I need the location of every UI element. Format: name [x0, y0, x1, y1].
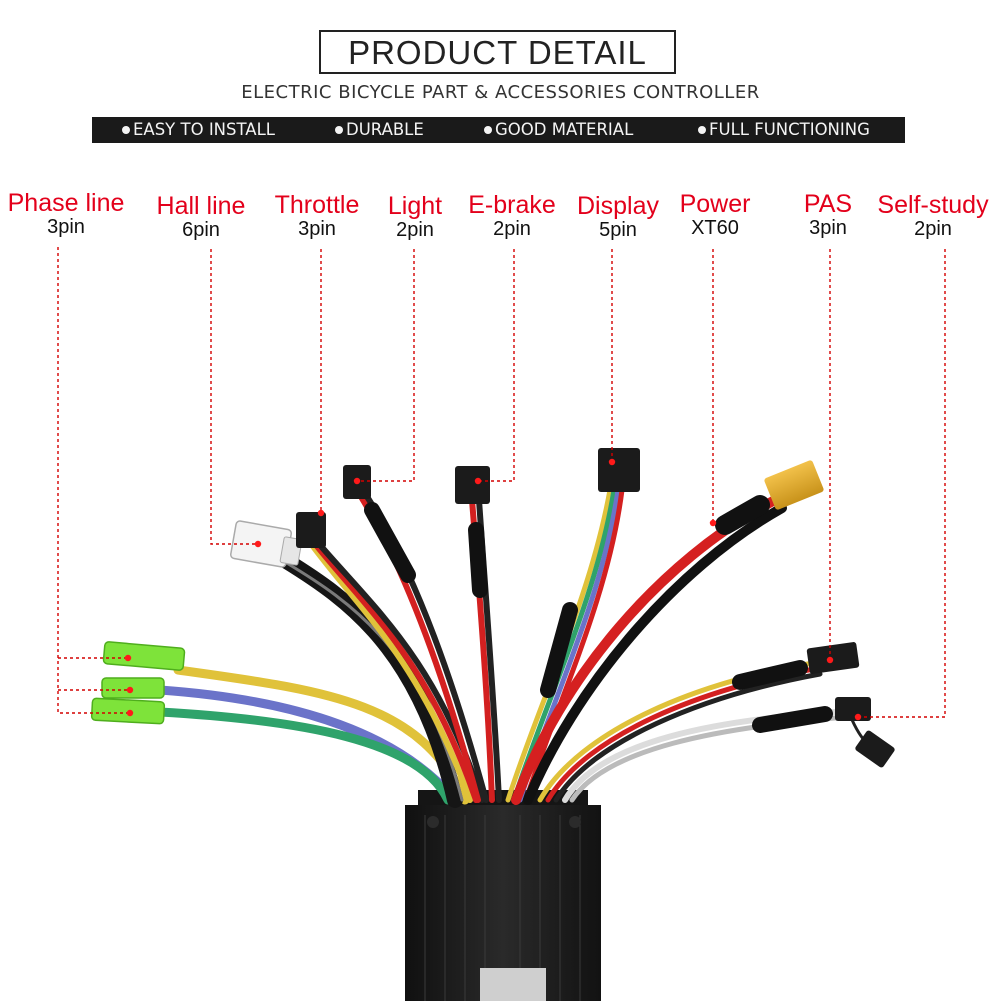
connector-pins: 3pin: [298, 218, 336, 240]
feature-label: FULL FUNCTIONING: [709, 120, 870, 139]
label-e-brake: E-brake 2pin: [468, 192, 556, 240]
feature-item-durable: DURABLE: [335, 117, 424, 143]
connector-name: Throttle: [274, 191, 360, 219]
connector-name: Phase line: [7, 189, 125, 217]
label-pas: PAS 3pin: [804, 191, 852, 239]
connector-name: Self-study: [877, 191, 989, 219]
self-study-plug: [855, 730, 895, 768]
feature-label: DURABLE: [346, 120, 424, 139]
bullet-icon: [484, 126, 492, 134]
feature-label: EASY TO INSTALL: [133, 120, 275, 139]
self-study-connector: [835, 697, 871, 721]
pas-wire: [537, 659, 823, 803]
connector-pins: XT60: [691, 217, 739, 239]
power-wire: [511, 495, 787, 805]
leader-hall-line: [210, 249, 258, 545]
connector-pins: 2pin: [493, 218, 531, 240]
label-power: Power XT60: [680, 191, 751, 239]
hall-wire: [277, 552, 464, 808]
label-hall-line: Hall line 6pin: [157, 193, 246, 241]
leader-lines: [57, 247, 946, 718]
feature-label: GOOD MATERIAL: [495, 120, 634, 139]
feature-item-easy-install: EASY TO INSTALL: [122, 117, 275, 143]
connector-pins: 3pin: [809, 217, 847, 239]
label-light: Light 2pin: [388, 193, 442, 241]
bullet-icon: [698, 126, 706, 134]
connector-name: E-brake: [468, 191, 556, 219]
connector-name: PAS: [803, 190, 853, 218]
label-throttle: Throttle 3pin: [275, 192, 360, 240]
display-connector: [598, 448, 640, 492]
connector-name: Display: [577, 192, 659, 220]
feature-item-full-functioning: FULL FUNCTIONING: [698, 117, 870, 143]
bullet-icon: [122, 126, 130, 134]
e-brake-wire: [468, 497, 502, 803]
page-title: PRODUCT DETAIL: [348, 33, 647, 71]
connector-name: Power: [679, 190, 751, 218]
bullet-icon: [335, 126, 343, 134]
connector-pins: 3pin: [47, 216, 85, 238]
connector-name: Light: [387, 192, 443, 220]
feature-item-good-material: GOOD MATERIAL: [484, 117, 633, 143]
leader-endpoints: [124, 458, 862, 721]
label-phase-line: Phase line 3pin: [8, 190, 125, 238]
self-study-wire: [562, 706, 870, 803]
connector-pins: 2pin: [396, 219, 434, 241]
light-wire: [357, 492, 489, 803]
connector-pins: 6pin: [182, 219, 220, 241]
leader-e-brake: [478, 249, 515, 482]
controller-sticker: [480, 968, 546, 1001]
leader-self-study: [858, 249, 946, 718]
throttle-connector: [296, 512, 326, 548]
page-subtitle: ELECTRIC BICYCLE PART & ACCESSORIES CONT…: [241, 82, 760, 103]
connector-name: Hall line: [156, 192, 246, 220]
connector-pins: 2pin: [914, 218, 952, 240]
leader-light: [357, 249, 415, 482]
label-display: Display 5pin: [577, 193, 659, 241]
xt60-connector: [764, 460, 824, 510]
connector-pins: 5pin: [599, 219, 637, 241]
pas-connector: [806, 642, 860, 674]
feature-bar: EASY TO INSTALL DURABLE GOOD MATERIAL FU…: [92, 117, 905, 143]
label-self-study: Self-study 2pin: [877, 192, 988, 240]
controller-body: [405, 790, 601, 1001]
title-box: PRODUCT DETAIL: [319, 30, 676, 74]
e-brake-connector: [455, 466, 490, 504]
